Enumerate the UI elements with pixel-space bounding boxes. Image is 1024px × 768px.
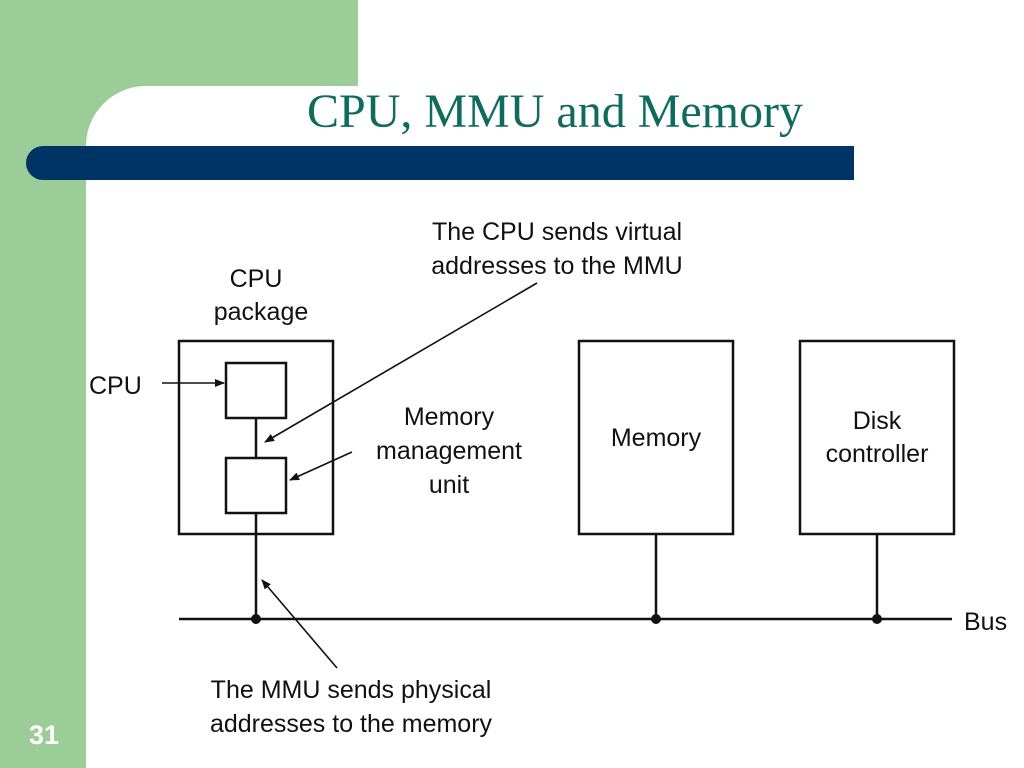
virtual-note-line2: addresses to the MMU <box>431 252 683 280</box>
disk-controller-box <box>798 339 956 536</box>
physical-note-line1: The MMU sends physical <box>211 676 492 704</box>
cpu-box <box>224 361 288 420</box>
background-accent-left <box>0 0 86 768</box>
virtual-address-arrow <box>264 282 538 443</box>
bus-junction-memory <box>651 614 661 624</box>
bus-junction-mmu <box>251 614 261 624</box>
virtual-note-line1: The CPU sends virtual <box>432 218 682 246</box>
bus-label: Bus <box>964 608 1007 636</box>
title-bar <box>26 146 854 180</box>
mmu-box <box>224 456 288 515</box>
memory-label: Memory <box>611 424 702 452</box>
memory-box <box>577 339 735 536</box>
disk-label-line1: Disk <box>853 407 902 435</box>
package-label-line2: package <box>214 298 309 326</box>
slide-title: CPU, MMU and Memory <box>306 85 803 138</box>
mmu-label-line2: management <box>376 437 522 465</box>
bus-junction-disk <box>872 614 882 624</box>
cpu-label: CPU <box>89 372 142 400</box>
physical-note-line2: addresses to the memory <box>210 710 493 738</box>
mmu-label-arrow <box>289 451 353 481</box>
package-label-line1: CPU <box>230 265 283 293</box>
disk-label-line2: controller <box>826 440 929 468</box>
mmu-label-line1: Memory <box>404 403 495 431</box>
physical-address-arrow <box>261 579 338 669</box>
slide-number: 31 <box>28 720 60 750</box>
mmu-label-line3: unit <box>429 471 469 499</box>
